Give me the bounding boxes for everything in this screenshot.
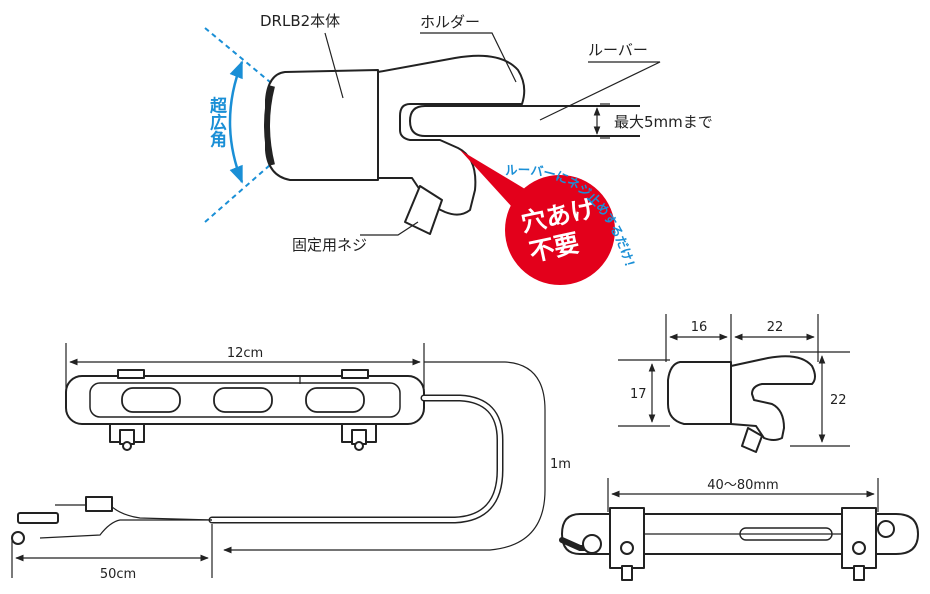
side-view: 16 22 17 22 bbox=[618, 314, 850, 453]
spade-terminal bbox=[17, 512, 59, 524]
len-1m-label: 1m bbox=[550, 457, 571, 472]
wire-power bbox=[55, 504, 213, 521]
topview-cable-grommet bbox=[582, 534, 602, 554]
cable-inner bbox=[210, 396, 502, 522]
fuse-holder bbox=[85, 496, 113, 512]
light-bar-inner bbox=[89, 382, 401, 418]
max-thickness-label: 最大5mmまで bbox=[614, 113, 713, 131]
drlb2-body bbox=[265, 69, 379, 181]
beam-line-lower bbox=[204, 164, 271, 223]
fixing-screw bbox=[404, 185, 443, 235]
dim-17-label: 17 bbox=[630, 387, 647, 402]
louver-leader bbox=[539, 61, 661, 121]
body-label: DRLB2本体 bbox=[260, 12, 340, 30]
len-50-label: 50cm bbox=[100, 567, 136, 582]
dim-1m-arrow bbox=[223, 361, 546, 554]
dim-16-label: 16 bbox=[691, 320, 708, 335]
screw-leader bbox=[360, 221, 419, 236]
topview-clamp-left bbox=[609, 507, 645, 569]
topview-bolt-right bbox=[853, 565, 865, 581]
led-window-2 bbox=[213, 387, 273, 413]
top-illustration: 超広角 DRLB2本体 ホルダー ルーバー 最大5mmまで 固定用ネジ 穴あけ … bbox=[204, 12, 713, 285]
side-body bbox=[667, 361, 732, 425]
wide-angle-label: 超広角 bbox=[206, 95, 227, 148]
louver-plate bbox=[409, 105, 640, 137]
range-label: 40〜80mm bbox=[707, 478, 778, 493]
wire-ground bbox=[39, 519, 212, 539]
topview-end-cap bbox=[877, 520, 895, 538]
holder bbox=[377, 54, 526, 216]
bracket-right-nut bbox=[354, 441, 364, 451]
top-view: 40〜80mm bbox=[559, 478, 919, 581]
led-window-3 bbox=[305, 387, 365, 413]
topview-nut-left bbox=[620, 541, 634, 555]
topview-clamp-right bbox=[841, 507, 877, 569]
lens-face bbox=[264, 85, 275, 166]
dim-22-right-label: 22 bbox=[830, 393, 847, 408]
side-screw bbox=[741, 427, 763, 453]
top-clip-left bbox=[117, 369, 145, 379]
holder-label: ホルダー bbox=[420, 13, 480, 31]
topview-slot bbox=[739, 527, 833, 541]
bracket-left-nut bbox=[122, 441, 132, 451]
holder-leader bbox=[420, 32, 517, 83]
topview-nut-right bbox=[852, 541, 866, 555]
len-12-label: 12cm bbox=[227, 346, 263, 361]
led-window-1 bbox=[121, 387, 181, 413]
topview-bolt-left bbox=[621, 565, 633, 581]
ring-terminal bbox=[11, 531, 25, 545]
side-holder bbox=[730, 355, 816, 441]
top-clip-right bbox=[341, 369, 369, 379]
screw-label: 固定用ネジ bbox=[292, 236, 367, 254]
no-drill-badge bbox=[505, 175, 615, 285]
front-view: 12cm 1m 50cm bbox=[11, 343, 571, 582]
wide-angle-arc bbox=[228, 60, 244, 184]
dim-22-top-label: 22 bbox=[767, 320, 784, 335]
louver-label: ルーバー bbox=[588, 41, 648, 59]
body-leader bbox=[324, 32, 344, 99]
